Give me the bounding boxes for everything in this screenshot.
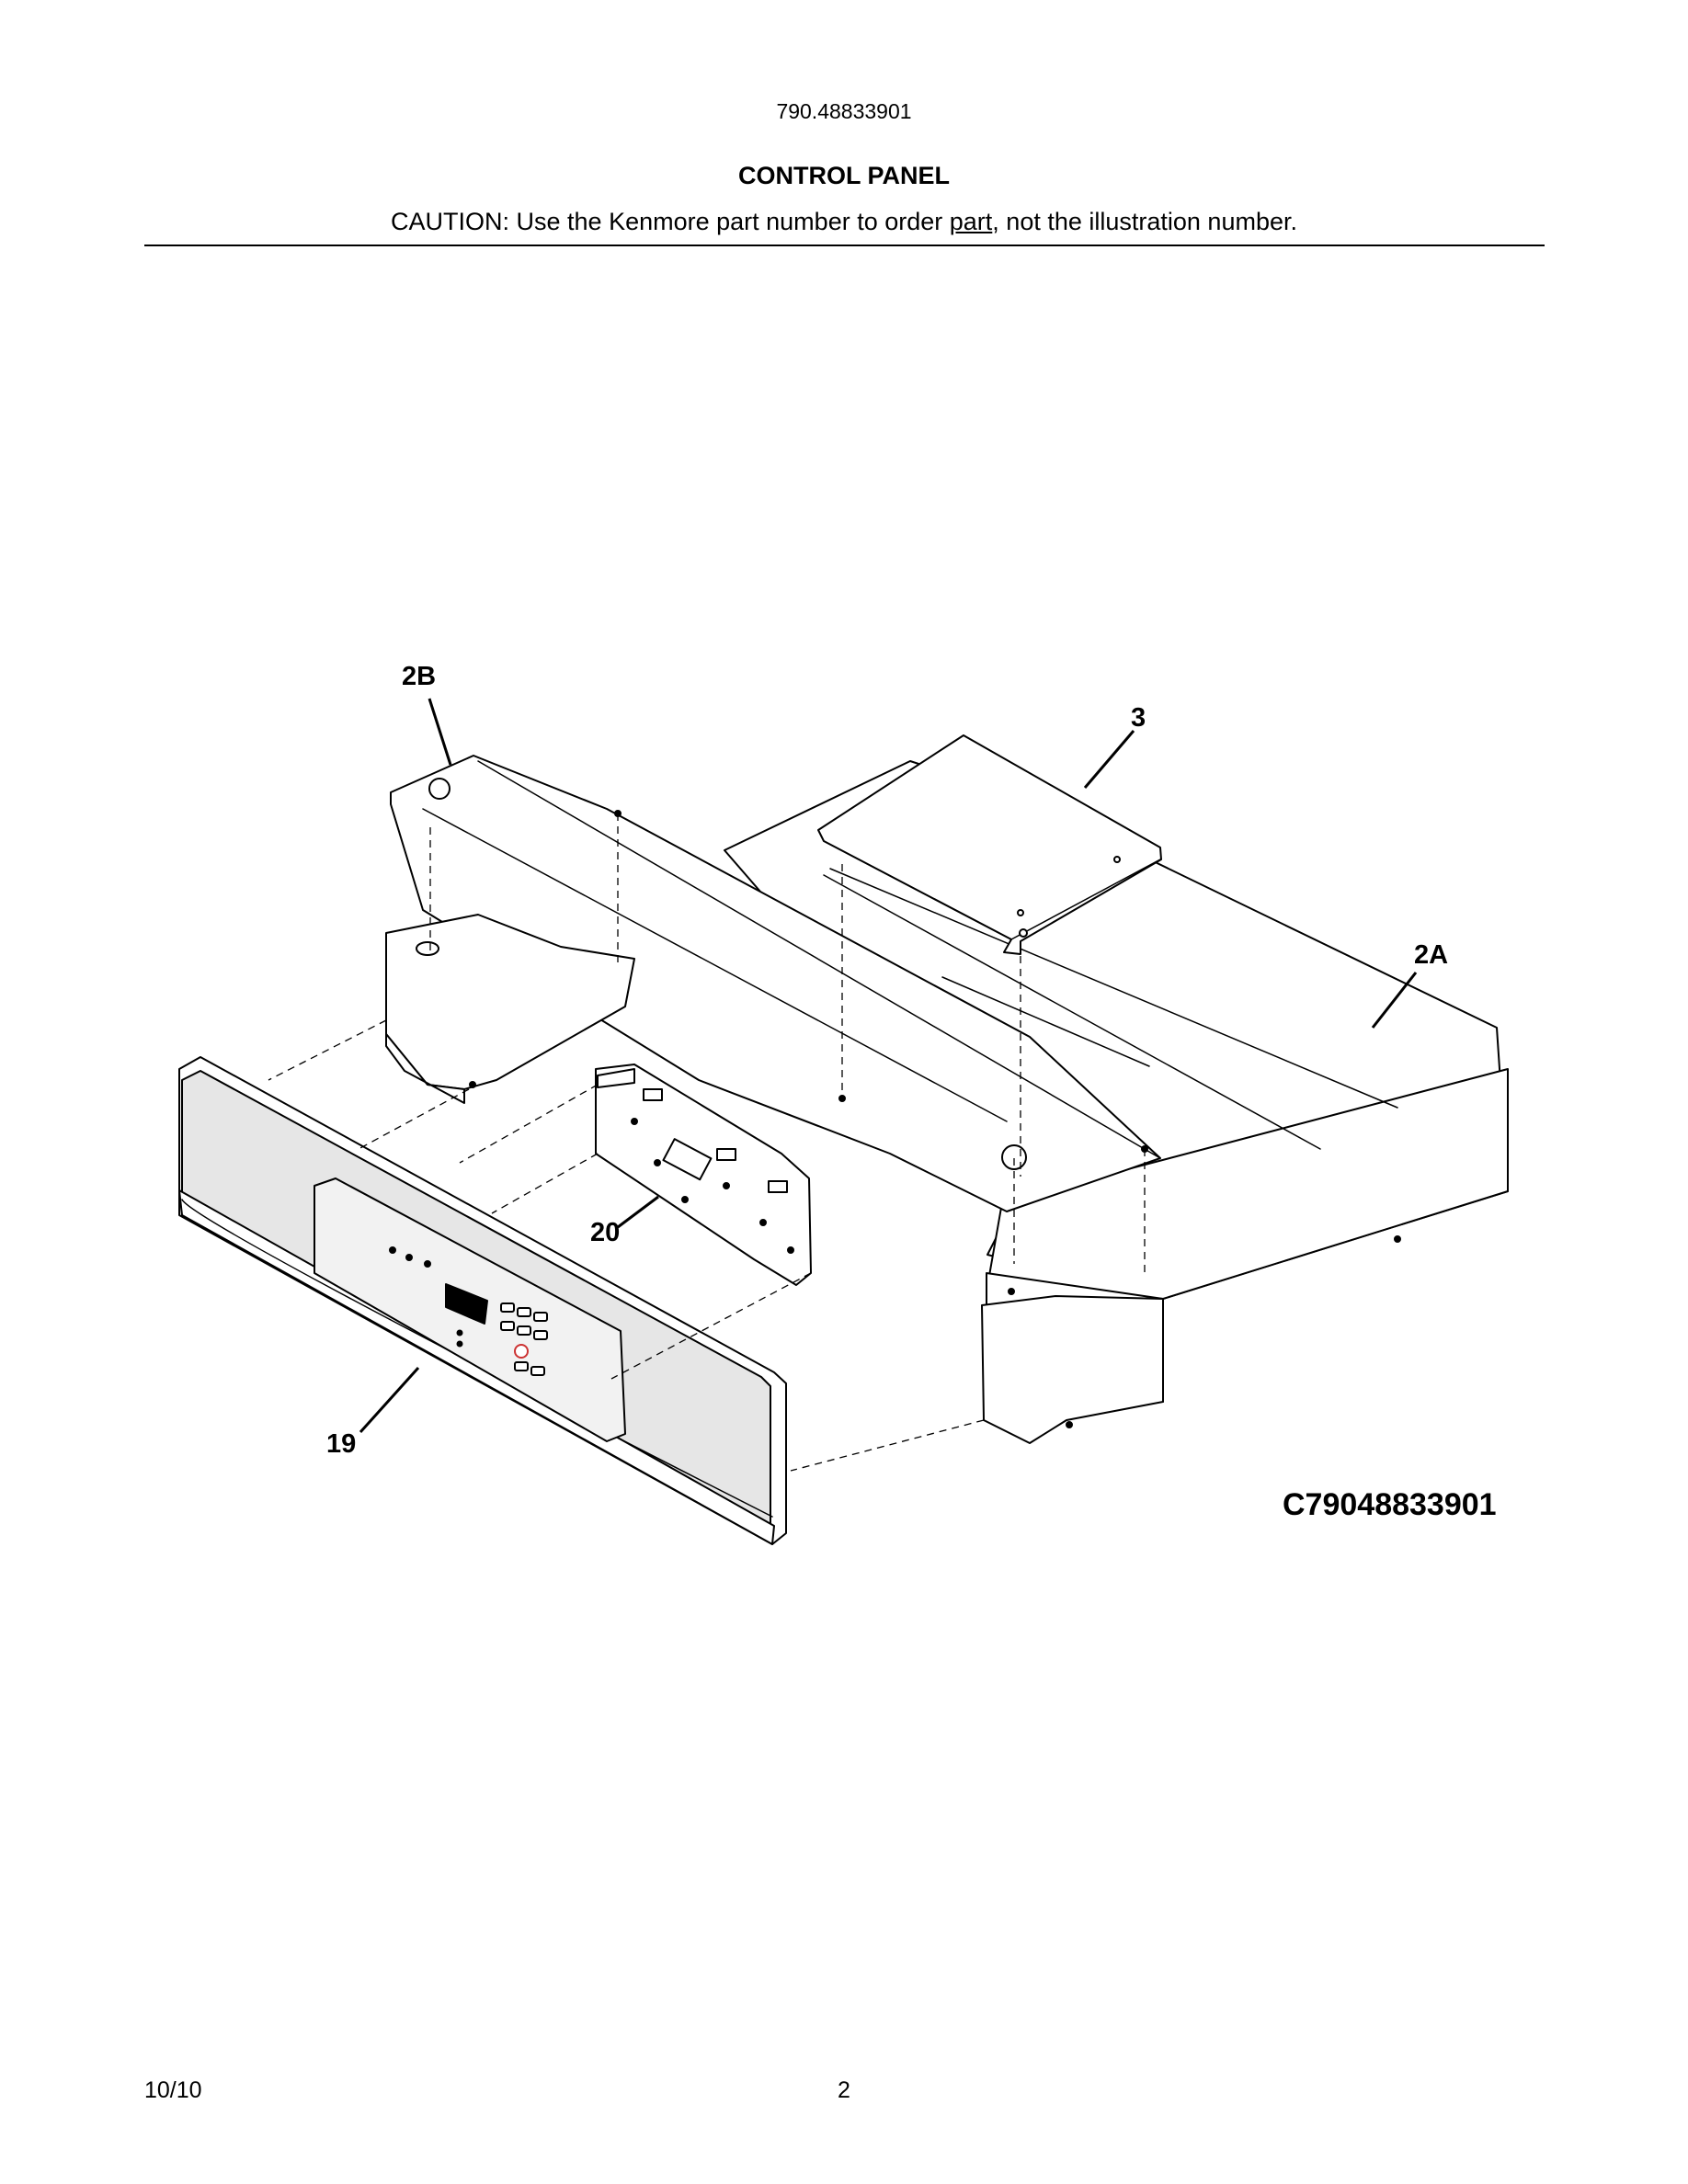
- page-number: 2: [838, 2077, 850, 2103]
- caution-note: CAUTION: Use the Kenmore part number to …: [0, 208, 1688, 236]
- callout-3: 3: [1131, 703, 1146, 733]
- header-rule: [144, 245, 1545, 246]
- caution-suffix: , not the illustration number.: [992, 208, 1297, 235]
- callout-2b: 2B: [402, 662, 436, 691]
- caution-prefix: CAUTION: Use the Kenmore part number to …: [391, 208, 950, 235]
- part-19-control-panel: [178, 1056, 787, 1545]
- part-3-board: [817, 734, 1162, 955]
- caution-underlined: part: [949, 208, 993, 235]
- callout-20: 20: [590, 1218, 620, 1247]
- model-number: 790.48833901: [776, 99, 912, 123]
- part-2b-strip: [390, 755, 1161, 1212]
- illustration-number: C79048833901: [1283, 1487, 1497, 1522]
- callout-19: 19: [326, 1429, 356, 1459]
- callout-2a: 2A: [1414, 940, 1448, 970]
- part-2a-top-panel: [724, 760, 1509, 1444]
- footer-date: 10/10: [144, 2077, 202, 2103]
- section-title: CONTROL PANEL: [737, 162, 950, 189]
